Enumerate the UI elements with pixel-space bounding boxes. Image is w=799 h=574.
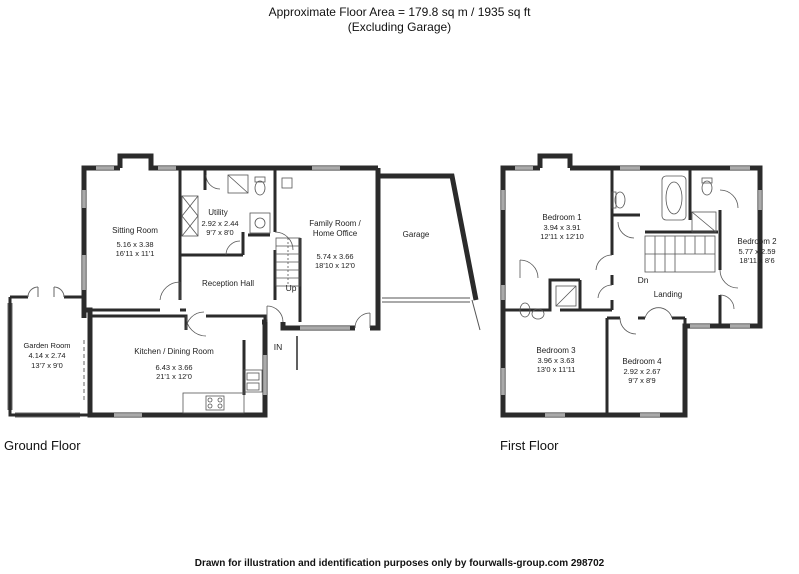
first-bathroom-fixtures xyxy=(519,175,717,320)
garage-door xyxy=(382,297,481,331)
garden-room-name: Garden Room xyxy=(23,341,70,350)
family-room-name-2: Home Office xyxy=(313,229,358,238)
ground-door-swings xyxy=(159,174,371,337)
utility-metric: 2.92 x 2.44 xyxy=(201,219,238,228)
kitchen-imperial: 21'1 x 12'0 xyxy=(156,372,192,381)
bedroom2-metric: 5.77 x 2.59 xyxy=(738,247,775,256)
reception-hall-name: Reception Hall xyxy=(202,279,254,288)
bedroom3-imperial: 13'0 x 11'11 xyxy=(537,365,576,374)
garage-name: Garage xyxy=(403,230,430,239)
family-room-imperial: 18'10 x 12'0 xyxy=(315,261,355,270)
floor-area-title: Approximate Floor Area = 179.8 sq m / 19… xyxy=(268,5,531,19)
kitchen-name: Kitchen / Dining Room xyxy=(134,347,214,356)
garden-room-walls xyxy=(8,295,90,417)
ground-window-gaps xyxy=(82,166,350,417)
garden-room-metric: 4.14 x 2.74 xyxy=(28,351,65,360)
bedroom1-metric: 3.94 x 3.91 xyxy=(543,223,580,232)
first-stairs xyxy=(644,235,716,273)
bedroom3-metric: 3.96 x 3.63 xyxy=(537,356,574,365)
utility-fixtures xyxy=(181,174,293,237)
family-room-metric: 5.74 x 3.66 xyxy=(316,252,353,261)
first-window-lines xyxy=(502,167,761,416)
first-floor-label: First Floor xyxy=(500,438,559,453)
entrance-label: IN xyxy=(274,342,283,352)
stairs-down-label: Dn xyxy=(638,275,649,285)
garden-room-glazing xyxy=(7,286,85,418)
bedroom4-name: Bedroom 4 xyxy=(622,357,662,366)
landing-name: Landing xyxy=(654,290,682,299)
kitchen-fixtures xyxy=(182,369,263,414)
floor-area-subtitle: (Excluding Garage) xyxy=(347,20,452,34)
sitting-room-imperial: 16'11 x 11'1 xyxy=(116,249,155,258)
utility-name: Utility xyxy=(208,208,228,217)
first-internal-walls xyxy=(503,168,722,415)
sitting-room-metric: 5.16 x 3.38 xyxy=(116,240,153,249)
bedroom1-imperial: 12'11 x 12'10 xyxy=(540,232,584,241)
ground-floor-label: Ground Floor xyxy=(4,438,81,453)
kitchen-metric: 6.43 x 3.66 xyxy=(155,363,192,372)
utility-imperial: 9'7 x 8'0 xyxy=(206,228,233,237)
bedroom4-imperial: 9'7 x 8'9 xyxy=(628,376,655,385)
footer-credit: Drawn for illustration and identificatio… xyxy=(194,558,605,569)
bedroom3-name: Bedroom 3 xyxy=(536,346,576,355)
bedroom2-imperial: 18'11 x 8'6 xyxy=(739,256,774,265)
first-floor-plan: Bedroom 1 3.94 x 3.91 12'11 x 12'10 Bedr… xyxy=(500,153,777,418)
sitting-room-name: Sitting Room xyxy=(112,226,158,235)
bedroom2-name: Bedroom 2 xyxy=(737,237,777,246)
garden-room-imperial: 13'7 x 9'0 xyxy=(31,361,63,370)
ground-internal-walls xyxy=(84,168,302,395)
ground-stairs xyxy=(275,237,301,287)
first-door-swings xyxy=(519,189,739,335)
first-room-labels: Bedroom 1 3.94 x 3.91 12'11 x 12'10 Bedr… xyxy=(536,213,777,385)
stairs-up-label: Up xyxy=(286,283,297,293)
ground-floor-plan: Sitting Room 5.16 x 3.38 16'11 x 11'1 Ut… xyxy=(7,153,481,418)
ground-window-lines xyxy=(83,167,350,416)
ground-exterior-walls xyxy=(81,153,479,418)
family-room-name-1: Family Room / xyxy=(309,219,361,228)
bedroom4-metric: 2.92 x 2.67 xyxy=(623,367,660,376)
bedroom1-name: Bedroom 1 xyxy=(542,213,582,222)
ground-room-labels: Sitting Room 5.16 x 3.38 16'11 x 11'1 Ut… xyxy=(23,208,429,381)
